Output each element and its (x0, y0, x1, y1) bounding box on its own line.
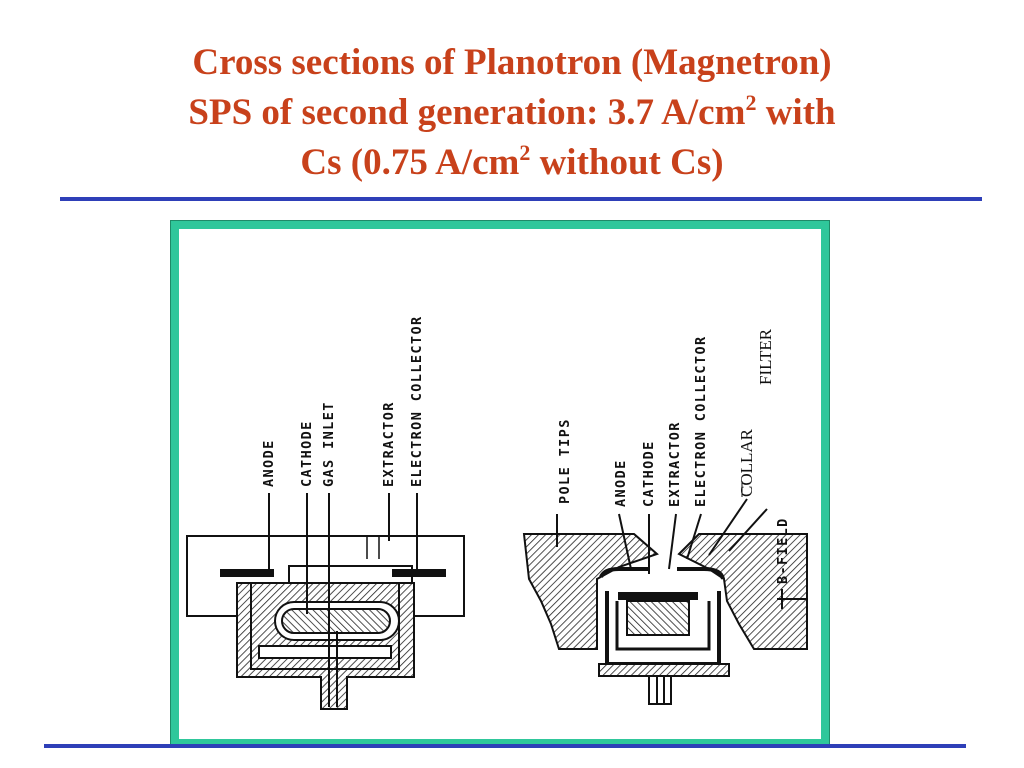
diagram-frame: ANODE CATHODE GAS INLET EXTRACTOR ELECTR… (170, 220, 830, 748)
slide-title: Cross sections of Planotron (Magnetron) … (40, 38, 984, 188)
top-divider (60, 197, 982, 201)
label-gas-inlet: GAS INLET (321, 401, 337, 487)
right-cross-section (522, 498, 808, 705)
title-line-1: Cross sections of Planotron (Magnetron) (192, 42, 832, 83)
left-labels: ANODE CATHODE GAS INLET EXTRACTOR ELECTR… (261, 316, 425, 488)
title-line-2: SPS of second generation: 3.7 A/cm2 with (188, 90, 836, 134)
label-filter: FILTER (756, 328, 775, 385)
label-extractor-right: EXTRACTOR (667, 421, 683, 507)
left-cross-section (186, 493, 465, 710)
right-labels: POLE TIPS ANODE CATHODE EXTRACTOR ELECTR… (557, 328, 791, 584)
label-cathode-right: CATHODE (641, 440, 657, 507)
label-anode-right: ANODE (613, 459, 629, 507)
label-cathode-left: CATHODE (299, 420, 315, 487)
label-collar: COLLAR (737, 428, 756, 497)
title-line-3: Cs (0.75 A/cm2 without Cs) (300, 140, 724, 184)
label-pole-tips: POLE TIPS (557, 418, 573, 504)
label-extractor-left: EXTRACTOR (381, 401, 397, 487)
label-anode-left: ANODE (261, 439, 277, 487)
label-electron-collector-left: ELECTRON COLLECTOR (409, 316, 425, 488)
label-electron-collector-right: ELECTRON COLLECTOR (693, 336, 709, 508)
bottom-divider (44, 744, 966, 748)
label-b-field: B-FIELD (775, 517, 791, 584)
cross-section-diagrams: ANODE CATHODE GAS INLET EXTRACTOR ELECTR… (186, 316, 808, 710)
